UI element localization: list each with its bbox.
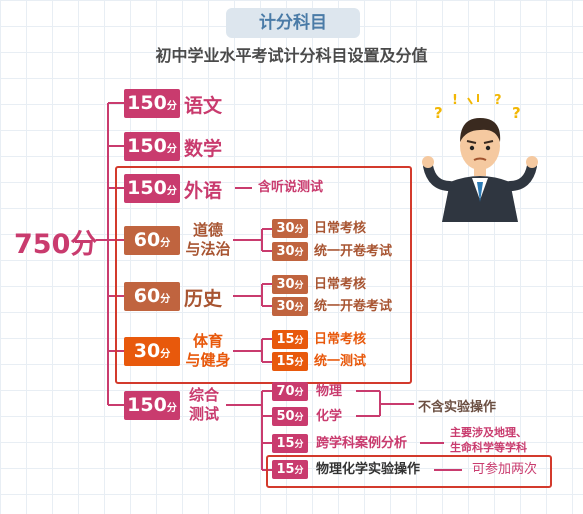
score-pe-daily: 15分 <box>272 330 308 349</box>
subject-pe-health: 体育 与健身 <box>185 332 231 369</box>
subject-history: 历史 <box>184 288 223 310</box>
label-lab: 物理化学实验操作 <box>316 462 421 477</box>
subject-foreign-language: 外语 <box>184 180 223 202</box>
svg-text:?: ? <box>494 93 502 108</box>
score-morality-exam: 30分 <box>272 242 308 261</box>
label-history-exam: 统一开卷考试 <box>314 299 393 314</box>
highlight-box-lab <box>266 455 552 488</box>
score-chemistry: 50分 <box>272 407 308 426</box>
score-physics: 70分 <box>272 382 308 401</box>
label-history-daily: 日常考核 <box>314 277 367 292</box>
note-listening: 含听说测试 <box>258 180 324 195</box>
score-history: 60分 <box>124 282 180 311</box>
score-math: 150分 <box>124 132 180 161</box>
label-morality-exam: 统一开卷考试 <box>314 244 393 259</box>
label-pe-test: 统一测试 <box>314 354 367 369</box>
total-score: 750分 <box>14 229 98 260</box>
score-chinese: 150分 <box>124 89 180 118</box>
note-no-lab: 不含实验操作 <box>418 400 497 415</box>
note-cross-subject: 主要涉及地理、 生命科学等学科 <box>450 426 527 454</box>
label-pe-daily: 日常考核 <box>314 332 367 347</box>
score-morality-law: 60分 <box>124 226 180 255</box>
highlight-box <box>115 166 412 384</box>
score-foreign-language: 150分 <box>124 174 180 203</box>
score-history-exam: 30分 <box>272 297 308 316</box>
label-morality-daily: 日常考核 <box>314 221 367 236</box>
svg-text:!: ! <box>452 93 458 108</box>
subtitle: 初中学业水平考试计分科目设置及分值 <box>155 46 428 65</box>
label-chemistry: 化学 <box>316 409 343 424</box>
score-pe-test: 15分 <box>272 352 308 371</box>
subject-comprehensive: 综合 测试 <box>188 386 219 423</box>
score-comprehensive: 150分 <box>124 391 180 420</box>
score-lab: 15分 <box>272 460 308 479</box>
svg-text:?: ? <box>512 104 521 122</box>
label-physics: 物理 <box>316 384 343 399</box>
subject-math: 数学 <box>184 138 223 160</box>
header-title: 计分科目 <box>226 8 360 38</box>
note-lab: 可参加两次 <box>472 462 538 477</box>
score-morality-daily: 30分 <box>272 219 308 238</box>
subject-morality-law: 道德 与法治 <box>185 221 231 258</box>
score-pe-health: 30分 <box>124 337 180 366</box>
score-history-daily: 30分 <box>272 275 308 294</box>
label-cross-subject: 跨学科案例分析 <box>316 436 408 451</box>
confused-man-icon: ? ! ? ? <box>422 93 538 222</box>
subject-chinese: 语文 <box>184 95 223 117</box>
svg-text:?: ? <box>434 104 443 122</box>
score-cross-subject: 15分 <box>272 434 308 453</box>
